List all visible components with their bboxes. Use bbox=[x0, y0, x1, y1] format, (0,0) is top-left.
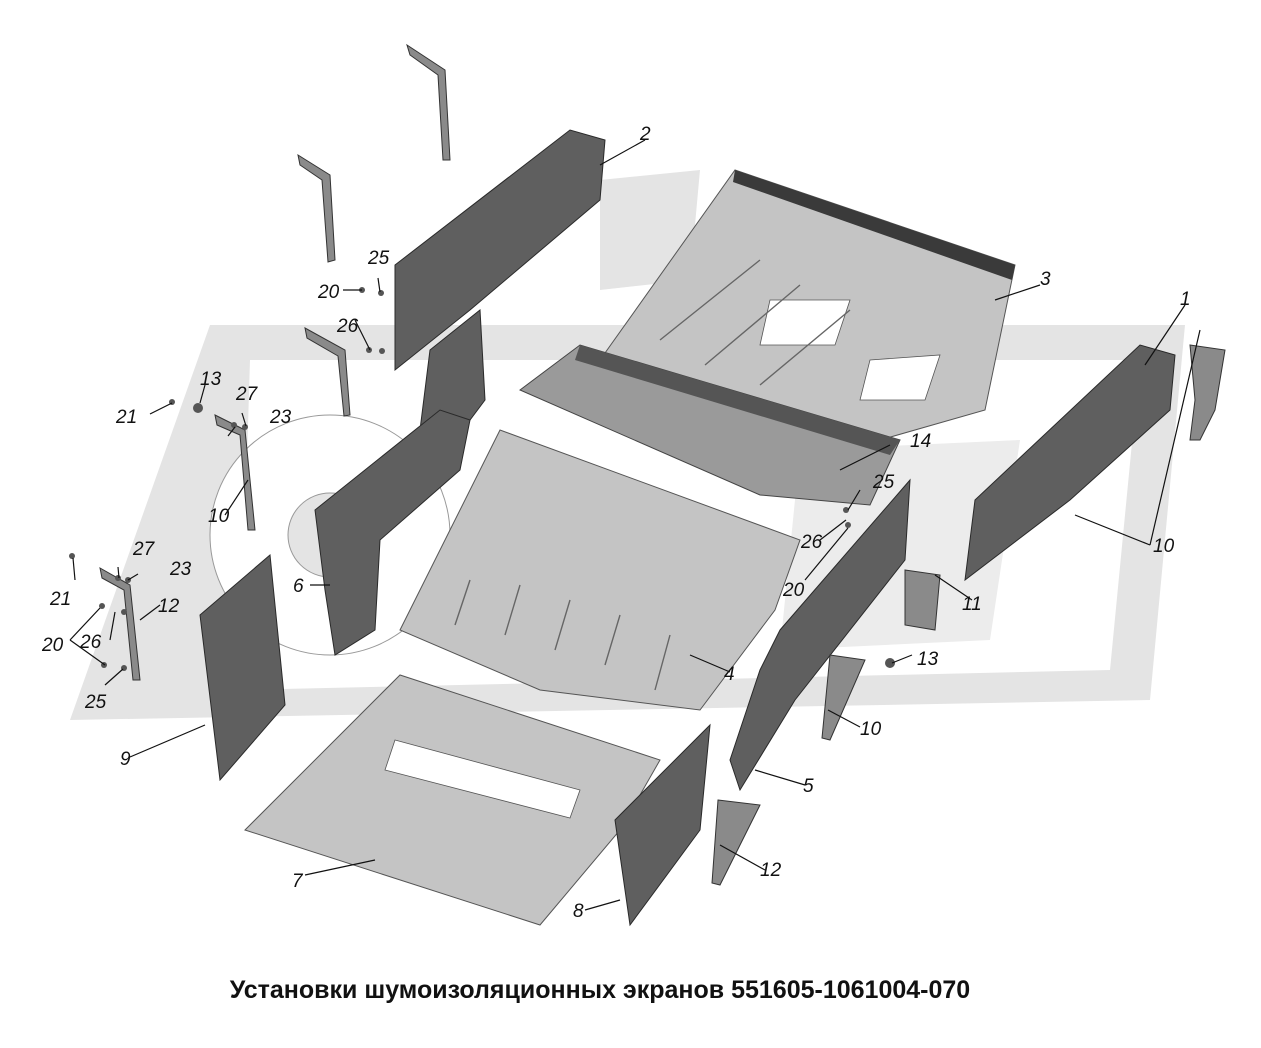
leader-lines bbox=[69, 139, 1201, 911]
callout-10-center: 10 bbox=[860, 719, 882, 740]
callout-21-lower: 21 bbox=[49, 589, 71, 610]
part-1-right-upper-panel bbox=[964, 344, 1176, 582]
callout-26-left: 26 bbox=[79, 632, 102, 653]
callout-27-lower: 27 bbox=[132, 539, 156, 560]
callout-20-upper: 20 bbox=[317, 282, 340, 303]
part-4-center-floor bbox=[399, 429, 801, 711]
callout-26-upper: 26 bbox=[336, 316, 359, 337]
callout-20-left: 20 bbox=[41, 635, 64, 656]
part-8-right-front-screen bbox=[614, 723, 711, 927]
callout-25-right: 25 bbox=[872, 472, 895, 493]
callout-12-right: 12 bbox=[760, 860, 782, 881]
callout-8: 8 bbox=[573, 901, 584, 922]
callout-9: 9 bbox=[120, 749, 131, 770]
callout-14: 14 bbox=[910, 431, 931, 452]
callout-7: 7 bbox=[292, 871, 304, 892]
callout-26-right: 26 bbox=[800, 532, 823, 553]
callout-27-upper: 27 bbox=[235, 384, 259, 405]
diagram-caption: Установки шумоизоляционных экранов 55160… bbox=[229, 976, 971, 1004]
part-6-left-side-screen bbox=[314, 409, 471, 656]
callout-13-left: 13 bbox=[200, 369, 222, 390]
callout-1: 1 bbox=[1180, 289, 1191, 310]
callout-25-upper: 25 bbox=[367, 248, 390, 269]
callout-25-left: 25 bbox=[84, 692, 107, 713]
callout-4: 4 bbox=[724, 664, 735, 685]
callout-13-right: 13 bbox=[917, 649, 939, 670]
part-5-right-middle-screen bbox=[729, 478, 911, 792]
callout-12-left: 12 bbox=[158, 596, 180, 617]
callout-10-left: 10 bbox=[208, 506, 230, 527]
callout-2: 2 bbox=[639, 124, 651, 145]
callout-3: 3 bbox=[1040, 269, 1051, 290]
callout-23-lower: 23 bbox=[169, 559, 192, 580]
callout-23-upper: 23 bbox=[269, 407, 292, 428]
callout-5: 5 bbox=[803, 776, 814, 797]
part-7-front-floor bbox=[244, 674, 661, 926]
part-14-cross-screen bbox=[519, 344, 901, 506]
brackets bbox=[99, 43, 1226, 886]
callout-11: 11 bbox=[962, 594, 982, 615]
callout-20-right: 20 bbox=[782, 580, 805, 601]
callout-6: 6 bbox=[293, 576, 304, 597]
callout-10-right: 10 bbox=[1153, 536, 1175, 557]
callout-labels: 1 2 3 4 5 6 7 8 9 10 10 10 10 11 12 12 1… bbox=[41, 124, 1191, 922]
callout-21-upper: 21 bbox=[115, 407, 137, 428]
part-9-left-front-screen bbox=[199, 553, 286, 782]
fasteners bbox=[69, 287, 895, 671]
